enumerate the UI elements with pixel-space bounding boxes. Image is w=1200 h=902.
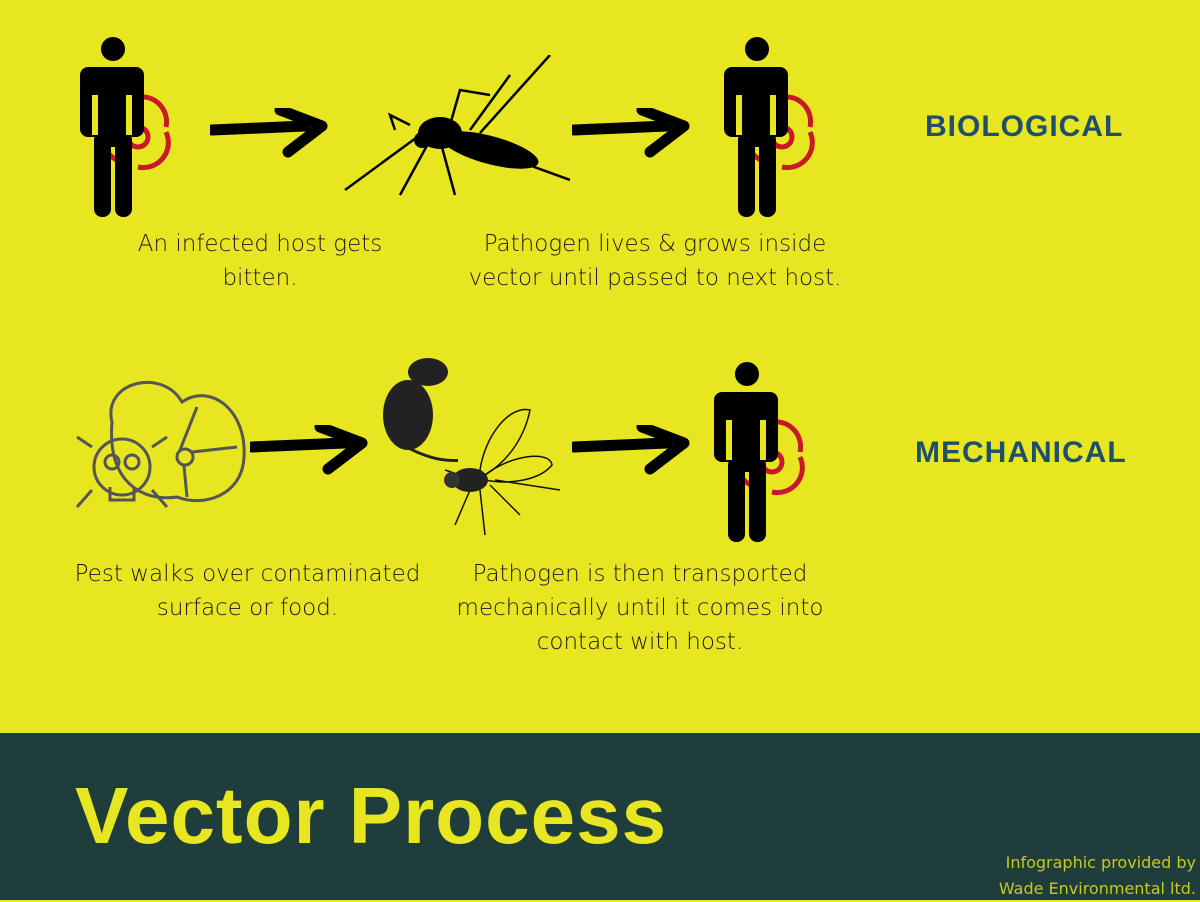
caption-line: surface or food. (156, 595, 339, 621)
mechanical-caption-1: Pest walks over contaminated surface or … (60, 557, 435, 625)
next-host-icon (722, 37, 832, 219)
arrow-icon (572, 108, 692, 158)
caption-line: An infected host gets (137, 231, 383, 257)
fly-icon (444, 408, 561, 536)
caption-line: contact with host. (536, 629, 744, 655)
arrow-icon (572, 425, 692, 475)
caption-line: mechanically until it comes into (456, 595, 824, 621)
contaminated-food-skull-icon (75, 380, 246, 508)
caption-line: Pathogen is then transported (472, 561, 808, 587)
credit-line: Wade Environmental ltd. (998, 879, 1196, 898)
credit-text: Infographic provided by Wade Environment… (999, 850, 1196, 902)
arrow-icon (210, 108, 330, 158)
host-icon (712, 362, 822, 544)
credit-line: Infographic provided by (1005, 853, 1196, 872)
caption-line: vector until passed to next host. (468, 265, 842, 291)
page-title: Vector Process (75, 771, 668, 860)
mechanical-label: MECHANICAL (915, 436, 1127, 469)
caption-line: Pest walks over contaminated (74, 561, 421, 587)
biological-caption-1: An infected host gets bitten. (110, 227, 410, 295)
mechanical-caption-2: Pathogen is then transported mechanicall… (440, 557, 840, 659)
footer-banner (0, 733, 1200, 900)
biological-label: BIOLOGICAL (925, 110, 1124, 143)
caption-line: bitten. (222, 265, 298, 291)
mosquito-icon (344, 55, 570, 196)
biological-caption-2: Pathogen lives & grows inside vector unt… (450, 227, 860, 295)
caption-line: Pathogen lives & grows inside (483, 231, 827, 257)
infected-host-icon (78, 37, 188, 219)
arrow-icon (250, 425, 370, 475)
rat-icon (383, 358, 458, 463)
